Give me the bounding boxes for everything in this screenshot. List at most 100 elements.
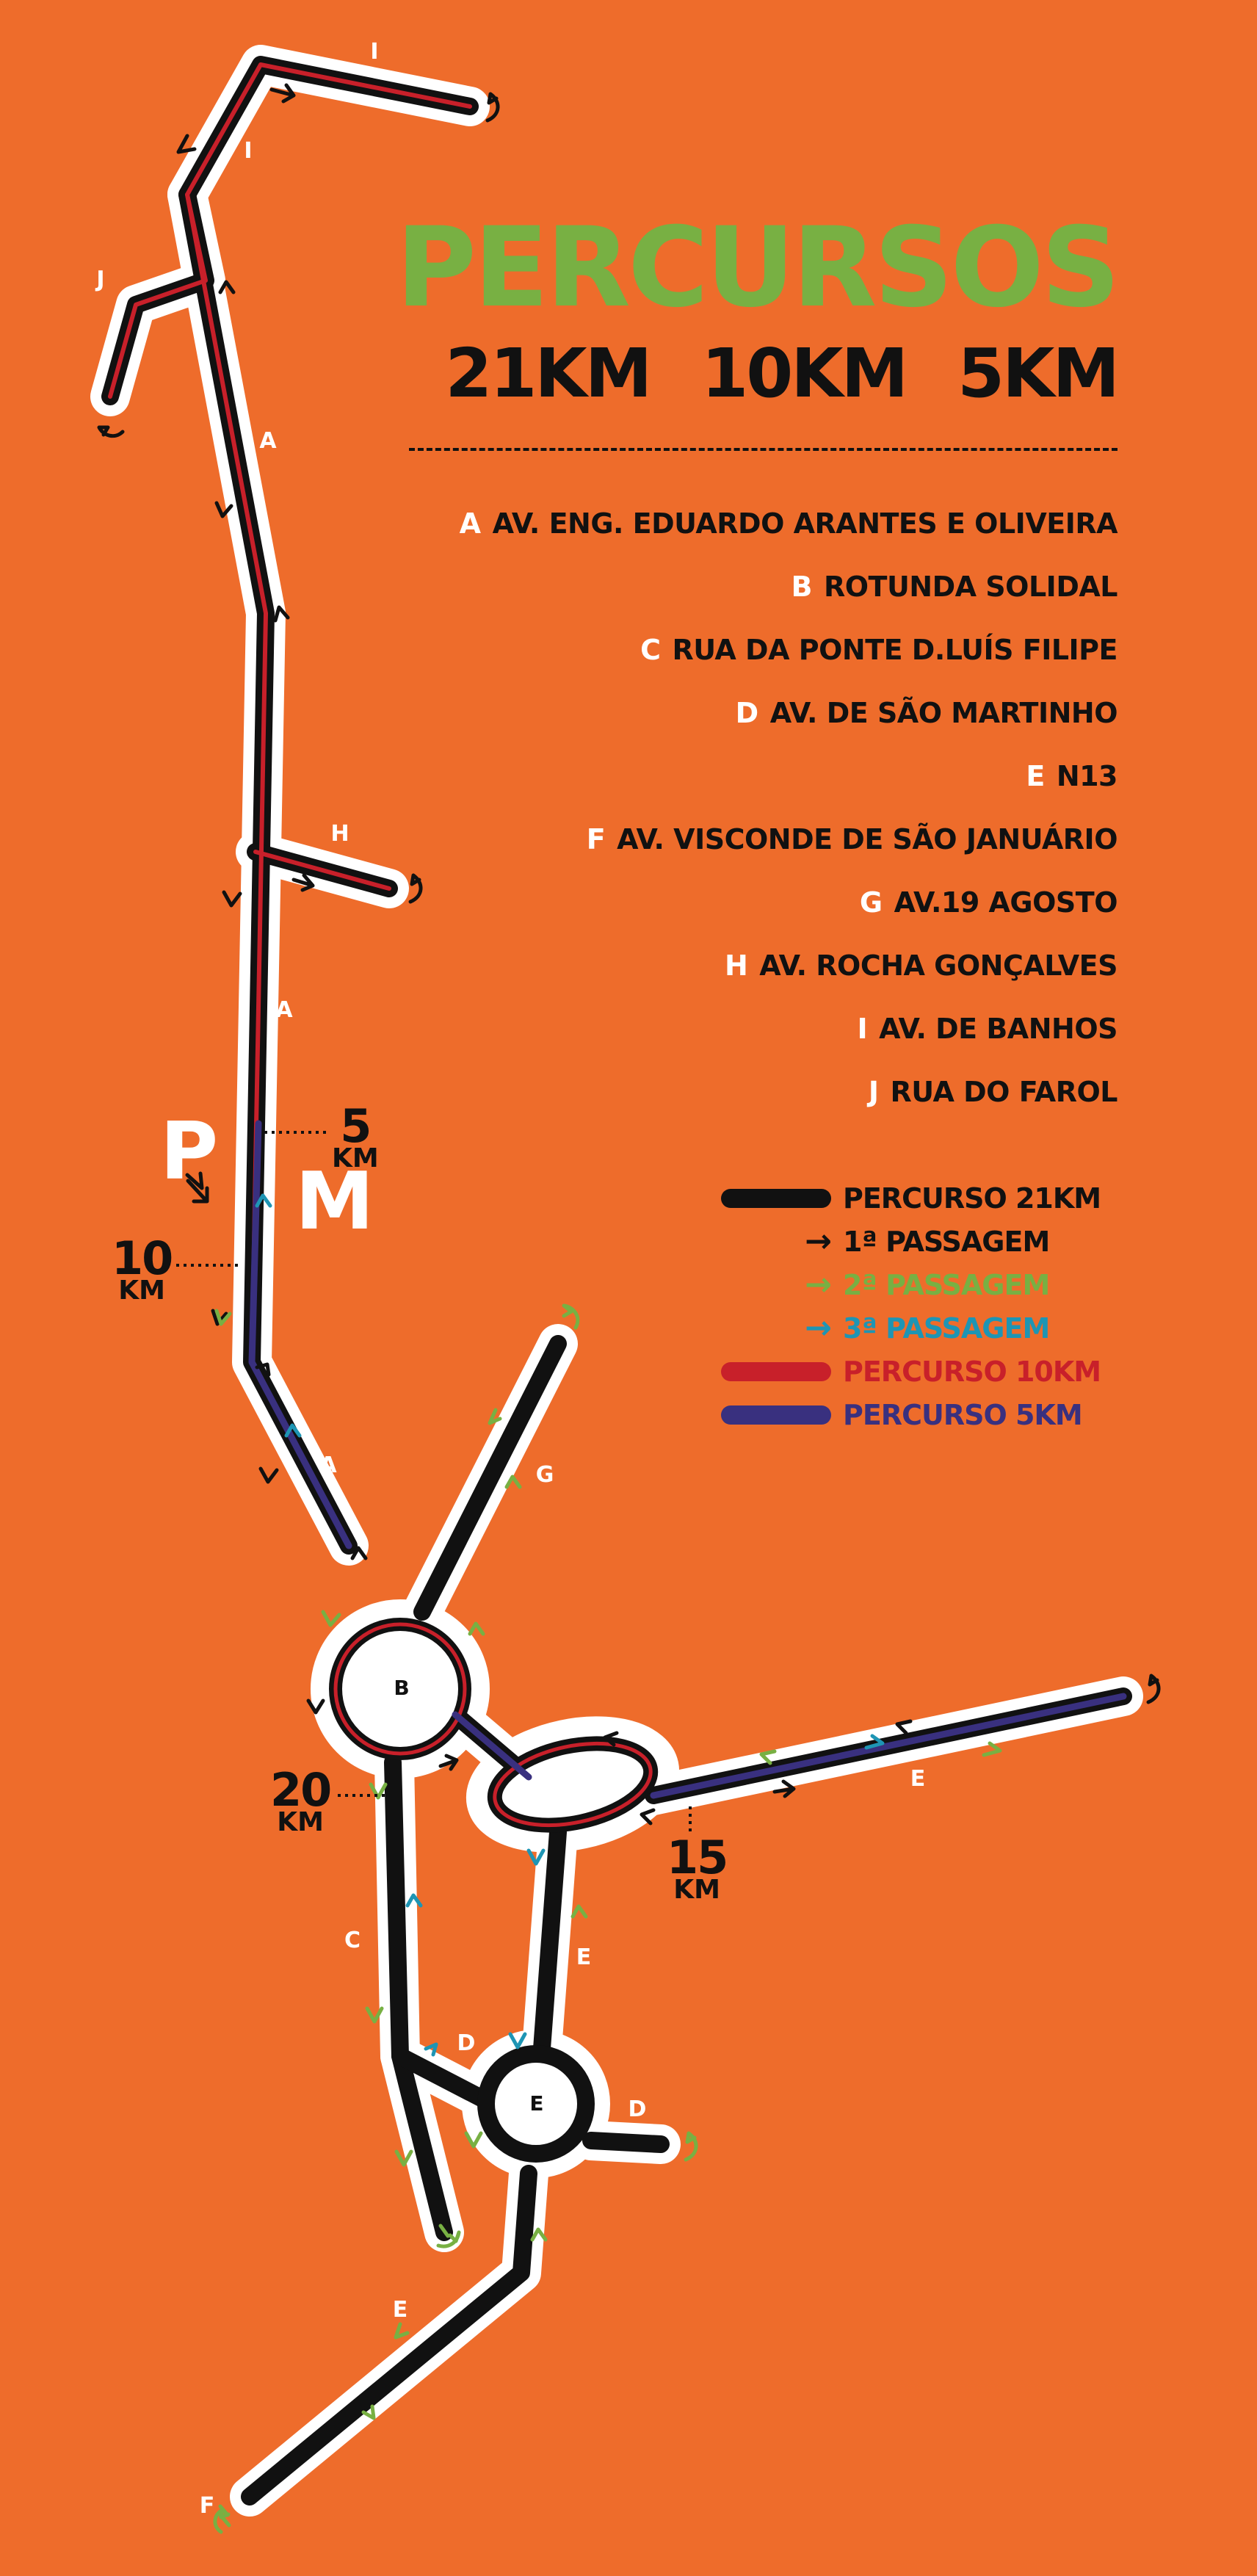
km-marker-10: 10 KM: [112, 1231, 173, 1306]
parking-arrow-icon: [186, 1179, 209, 1204]
legend-label-pass-3: 3ª PASSAGEM: [843, 1311, 1050, 1345]
legend-item-pass-2: → 2ª PASSAGEM: [721, 1263, 1117, 1306]
roundabout-e-label: E: [529, 2091, 543, 2116]
oval-10km-ring: [493, 1741, 653, 1828]
arrow-right-icon: →: [805, 1266, 832, 1303]
legend-label-10km: PERCURSO 10KM: [843, 1355, 1101, 1388]
street-name: AV. DE SÃO MARTINHO: [769, 697, 1118, 729]
street-name: AV.19 AGOSTO: [894, 886, 1118, 919]
u-turn-icon: [562, 1303, 580, 1330]
label-e-lower: E: [393, 2297, 408, 2323]
label-f: F: [200, 2493, 215, 2519]
distance-list: 21KM 10KM 5KM: [445, 334, 1120, 413]
label-e-east: E: [910, 1766, 926, 1792]
legend-swatch-5km: [721, 1405, 831, 1425]
street-letter: H: [724, 949, 748, 982]
km-marker-5: 5 KM: [332, 1099, 379, 1173]
label-i-top: I: [370, 39, 378, 65]
street-item: H AV. ROCHA GONÇALVES: [383, 934, 1118, 997]
u-turn-icon: [408, 873, 423, 904]
arrows-third-passage: [255, 1193, 885, 2057]
distance-5km: 5KM: [957, 334, 1120, 413]
legend-item-10km: PERCURSO 10KM: [721, 1350, 1117, 1393]
parking-marker: P: [160, 1106, 219, 1198]
street-letter: G: [859, 886, 883, 919]
street-name: AV. DE BANHOS: [879, 1013, 1117, 1045]
legend-item-pass-3: → 3ª PASSAGEM: [721, 1306, 1117, 1350]
km-20-number: 20: [270, 1763, 332, 1817]
street-name: ROTUNDA SOLIDAL: [823, 571, 1118, 603]
street-name: AV. VISCONDE DE SÃO JANUÁRIO: [617, 823, 1117, 855]
arrow-right-icon: →: [805, 1223, 832, 1260]
roundabout-b-label: B: [394, 1676, 409, 1700]
label-i: I: [244, 138, 252, 164]
legend-label-5km: PERCURSO 5KM: [843, 1398, 1083, 1431]
street-letter: B: [791, 571, 813, 603]
u-turn-icon: [436, 2230, 461, 2248]
street-letter: J: [868, 1076, 879, 1108]
street-item: E N13: [383, 745, 1117, 808]
legend: PERCURSO 21KM → 1ª PASSAGEM → 2ª PASSAGE…: [721, 1176, 1117, 1436]
km-15-number: 15: [667, 1831, 728, 1884]
metro-marker: M: [295, 1156, 374, 1248]
route-5km: [248, 1120, 1127, 1799]
km-5-number: 5: [340, 1099, 372, 1153]
label-d-left: D: [457, 2030, 476, 2056]
label-a-lower: A: [319, 1452, 337, 1478]
street-item: F AV. VISCONDE DE SÃO JANUÁRIO: [383, 808, 1118, 871]
label-e-south: E: [576, 1944, 592, 1970]
distance-21km: 21KM: [445, 334, 652, 413]
km-15-unit: KM: [673, 1874, 720, 1905]
km-10-number: 10: [112, 1231, 173, 1285]
page-title: PERCURSOS: [396, 204, 1120, 332]
arrows-second-passage: [214, 1309, 1002, 2528]
u-turn-icon: [97, 425, 125, 438]
street-name: AV. ROCHA GONÇALVES: [759, 949, 1117, 982]
u-turn-icon: [213, 2508, 231, 2534]
street-name: AV. ENG. EDUARDO ARANTES E OLIVEIRA: [492, 507, 1118, 540]
km-leaders: [176, 1131, 692, 1832]
street-item: B ROTUNDA SOLIDAL: [383, 555, 1118, 618]
legend-item-21km: PERCURSO 21KM: [721, 1176, 1117, 1220]
u-turn-icon: [1146, 1674, 1161, 1704]
street-name: N13: [1056, 760, 1118, 792]
roundabout-b-10km-ring: [333, 1622, 467, 1756]
km-5-unit: KM: [332, 1143, 379, 1173]
street-item: G AV.19 AGOSTO: [383, 871, 1118, 934]
street-letter: F: [586, 823, 606, 855]
label-d-right: D: [628, 2096, 647, 2122]
km-20-unit: KM: [277, 1806, 324, 1837]
street-item: I AV. DE BANHOS: [383, 997, 1117, 1060]
label-g: G: [536, 1462, 554, 1488]
divider: [409, 448, 1117, 451]
legend-swatch-21km: [721, 1188, 831, 1208]
street-letter: C: [640, 634, 661, 666]
legend-label-pass-2: 2ª PASSAGEM: [843, 1268, 1050, 1301]
legend-label-21km: PERCURSO 21KM: [843, 1182, 1101, 1215]
label-a-mid: A: [275, 997, 293, 1023]
label-h: H: [330, 821, 349, 847]
u-turn-icon: [684, 2131, 698, 2162]
street-letter: I: [857, 1013, 868, 1045]
legend-label-pass-1: 1ª PASSAGEM: [843, 1225, 1050, 1258]
label-j: J: [95, 267, 104, 292]
legend-swatch-10km: [721, 1361, 831, 1381]
street-name: RUA DA PONTE D.LUÍS FILIPE: [672, 634, 1117, 666]
roundabout-labels: B E: [394, 1676, 543, 2116]
roundabout-e: [477, 2045, 595, 2163]
distance-10km: 10KM: [701, 334, 908, 413]
map-labels: I I J A H A A G C D D E E E F: [95, 39, 925, 2519]
km-10-unit: KM: [118, 1275, 165, 1306]
street-letter: E: [1026, 760, 1045, 792]
legend-item-5km: PERCURSO 5KM: [721, 1393, 1117, 1436]
label-a-upper: A: [259, 428, 277, 454]
label-c: C: [344, 1928, 361, 1953]
u-turn-icon: [485, 92, 500, 123]
legend-item-pass-1: → 1ª PASSAGEM: [721, 1220, 1117, 1263]
